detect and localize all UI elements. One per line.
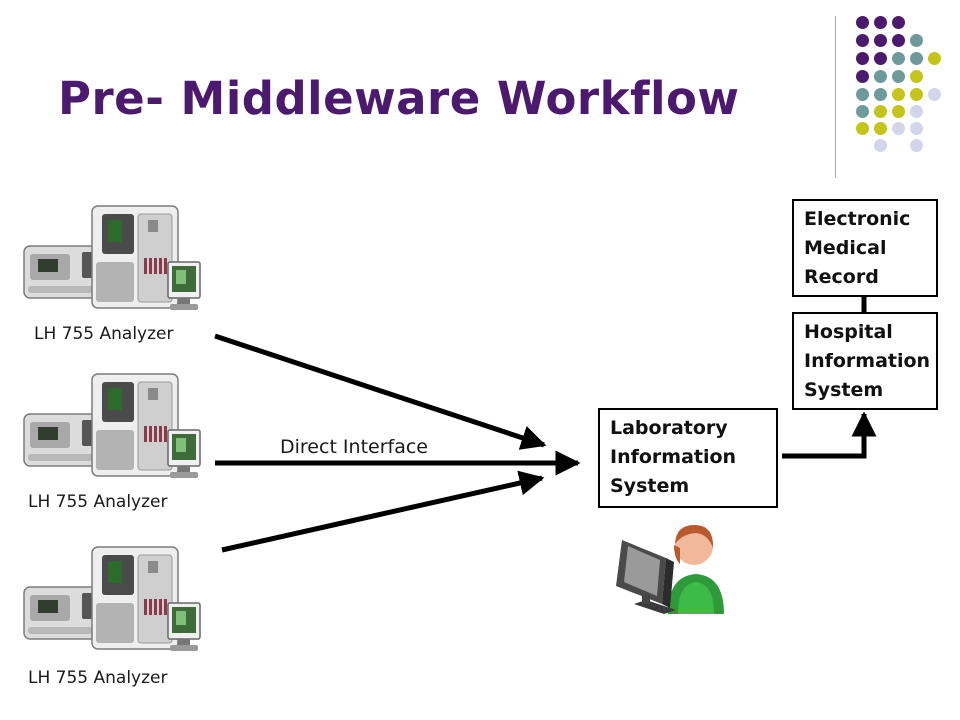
decorative-dot [910, 70, 923, 83]
his-line: System [804, 379, 884, 401]
arrow-analyzer3-to-lis [221, 470, 545, 553]
analyzer-label: LH 755 Analyzer [34, 324, 174, 344]
his-line: Information [804, 350, 931, 372]
arrow-analyzer1-to-lis [214, 333, 547, 450]
decorative-dot [856, 16, 869, 29]
direct-interface-label: Direct Interface [280, 436, 428, 458]
decorative-dot [874, 70, 887, 83]
decorative-dot [856, 52, 869, 65]
decorative-dot [856, 105, 869, 118]
analyzer-label: LH 755 Analyzer [28, 492, 168, 512]
decorative-dot [910, 88, 923, 101]
decorative-dot [874, 122, 887, 135]
decorative-dot [892, 105, 905, 118]
decorative-dot [928, 52, 941, 65]
his-line: Hospital [804, 321, 893, 343]
decorative-divider [835, 16, 836, 178]
decorative-dot [874, 16, 887, 29]
decorative-dot [892, 34, 905, 47]
arrow-lis-to-his [782, 411, 877, 459]
decorative-dot [892, 122, 905, 135]
decorative-dot [856, 34, 869, 47]
emr-line: Electronic [804, 208, 911, 230]
decorative-dot [910, 122, 923, 135]
emr-line: Record [804, 266, 879, 288]
decorative-dot [892, 70, 905, 83]
lis-line: System [610, 475, 690, 497]
person-at-computer-icon [616, 524, 724, 614]
decorative-dot [910, 105, 923, 118]
decorative-dot [874, 139, 887, 152]
decorative-dot [910, 34, 923, 47]
his-box: Hospital Information System [792, 312, 938, 410]
decorative-dot [892, 52, 905, 65]
decorative-dot [892, 88, 905, 101]
decorative-dot [856, 70, 869, 83]
decorative-dot [856, 88, 869, 101]
decorative-dot [892, 16, 905, 29]
decorative-dot [874, 52, 887, 65]
lis-line: Information [610, 446, 737, 468]
decorative-dot [910, 139, 923, 152]
decorative-dot [856, 122, 869, 135]
decorative-dot [910, 52, 923, 65]
lis-box: Laboratory Information System [598, 408, 778, 508]
emr-box: Electronic Medical Record [792, 199, 938, 297]
decorative-dot [874, 105, 887, 118]
slide-title: Pre- Middleware Workflow [58, 72, 740, 125]
analyzer-label: LH 755 Analyzer [28, 668, 168, 688]
decorative-dot [928, 88, 941, 101]
lis-line: Laboratory [610, 417, 728, 439]
decorative-dot [874, 34, 887, 47]
emr-line: Medical [804, 237, 887, 259]
decorative-dot [874, 88, 887, 101]
